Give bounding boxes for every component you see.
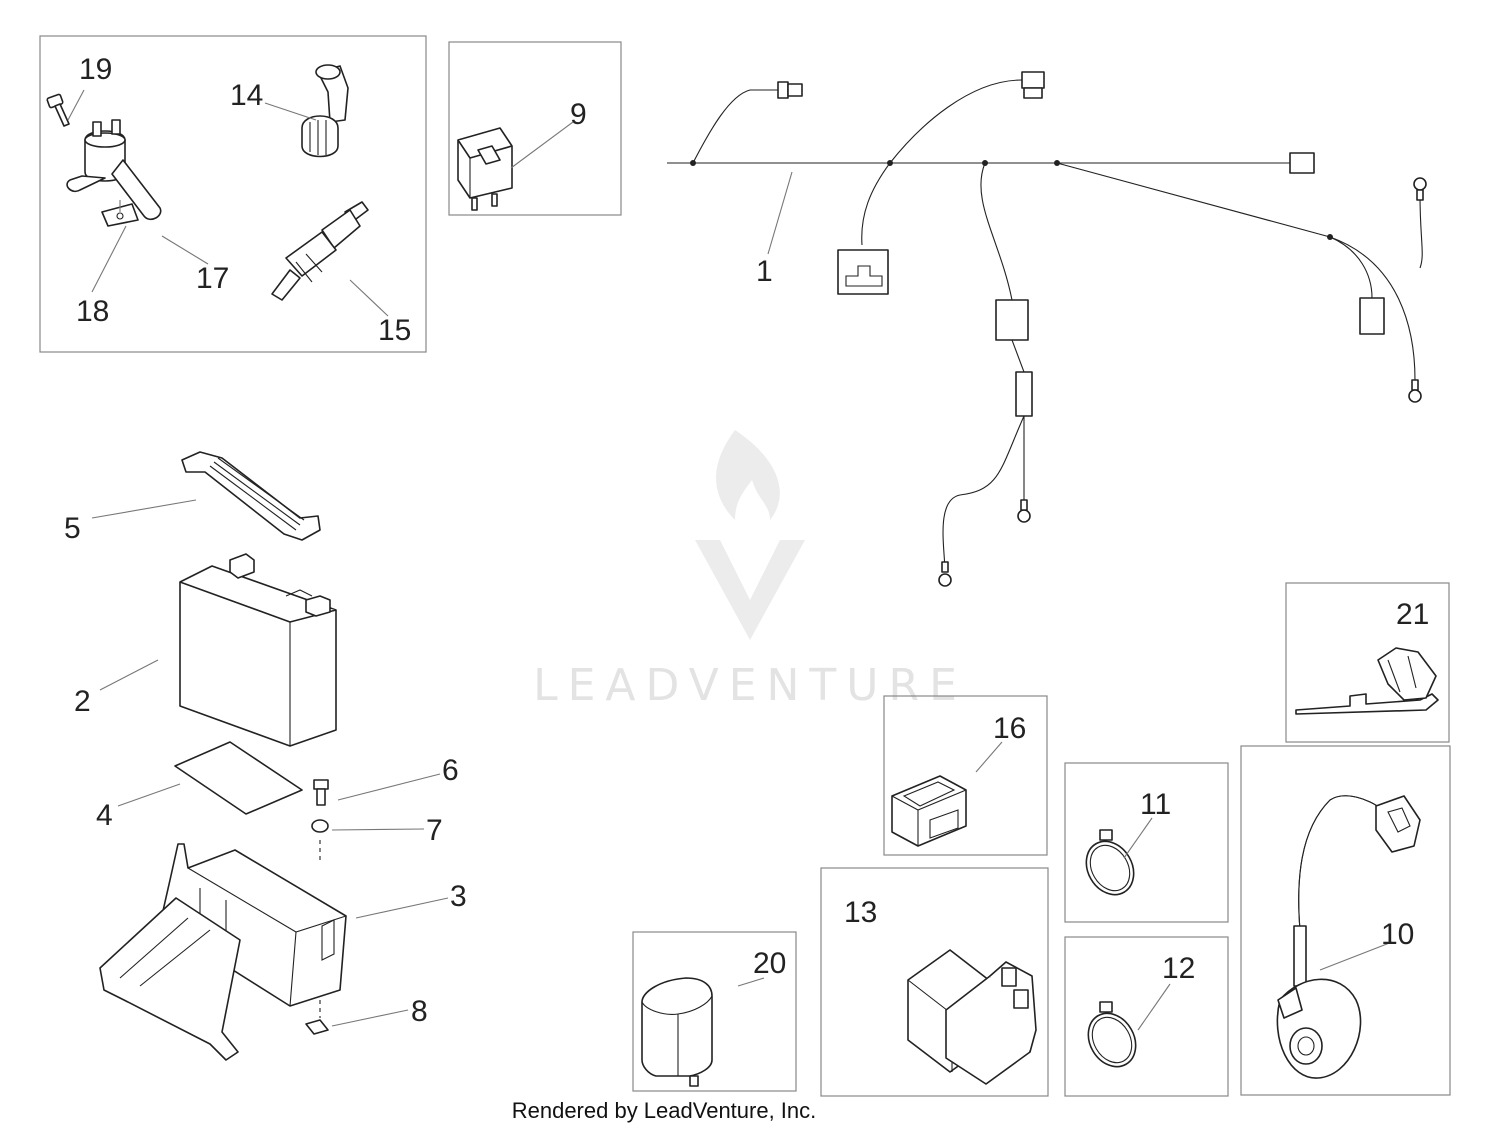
clip-8 — [305, 1019, 329, 1035]
callout-10: 10 — [1381, 918, 1414, 951]
callout-21: 21 — [1396, 598, 1429, 631]
clamp-12 — [1087, 1001, 1137, 1068]
callout-12: 12 — [1162, 952, 1195, 985]
speed-sensor — [1276, 795, 1421, 1079]
callout-2: 2 — [74, 685, 91, 718]
battery-tray — [99, 843, 347, 1061]
callout-16: 16 — [993, 712, 1026, 745]
callout-7: 7 — [426, 814, 443, 847]
group-box-12 — [1064, 936, 1229, 1097]
spark-plug — [271, 201, 369, 301]
leadventure-watermark: LEADVENTURE — [533, 430, 967, 711]
battery-pad — [174, 741, 303, 815]
spark-plug-cap — [301, 64, 349, 158]
leader-lines — [67, 89, 1393, 1031]
callout-3: 3 — [450, 880, 467, 913]
ignition-coil — [66, 119, 162, 221]
washer-7 — [311, 819, 329, 862]
callout-17: 17 — [196, 262, 229, 295]
callout-6: 6 — [442, 754, 459, 787]
clamp-11 — [1085, 829, 1135, 896]
callout-19: 19 — [79, 53, 112, 86]
callout-4: 4 — [96, 799, 113, 832]
callout-15: 15 — [378, 314, 411, 347]
footer-credit: Rendered by LeadVenture, Inc. — [512, 1098, 817, 1123]
clip-18 — [101, 203, 139, 227]
group-box-10 — [1240, 745, 1451, 1096]
callout-labels: 19 14 17 18 15 9 1 5 2 4 6 7 3 8 21 16 1… — [64, 53, 1429, 1028]
group-box-20 — [632, 931, 797, 1092]
group-box-ignition — [39, 35, 427, 353]
battery — [179, 553, 337, 747]
callout-18: 18 — [76, 295, 109, 328]
group-box-21 — [1285, 582, 1450, 743]
group-box-relay — [448, 41, 622, 216]
connector-21 — [1295, 647, 1439, 715]
relay — [457, 127, 513, 211]
group-box-13 — [820, 867, 1049, 1097]
callout-20: 20 — [753, 947, 786, 980]
ecu-module — [907, 949, 1037, 1085]
callout-8: 8 — [411, 995, 428, 1028]
bolt-6 — [313, 779, 329, 806]
battery-strap — [181, 451, 321, 541]
callout-5: 5 — [64, 512, 81, 545]
callout-14: 14 — [230, 79, 263, 112]
bolt-19 — [46, 93, 70, 127]
flasher-relay — [641, 977, 713, 1087]
group-box-11 — [1064, 762, 1229, 923]
callout-9: 9 — [570, 98, 587, 131]
callout-13: 13 — [844, 896, 877, 929]
watermark-text: LEADVENTURE — [533, 660, 967, 711]
group-box-16 — [883, 695, 1048, 856]
callout-1: 1 — [756, 255, 773, 288]
cover-16 — [891, 775, 967, 847]
wiring-harness — [667, 71, 1427, 587]
callout-11: 11 — [1140, 788, 1171, 821]
